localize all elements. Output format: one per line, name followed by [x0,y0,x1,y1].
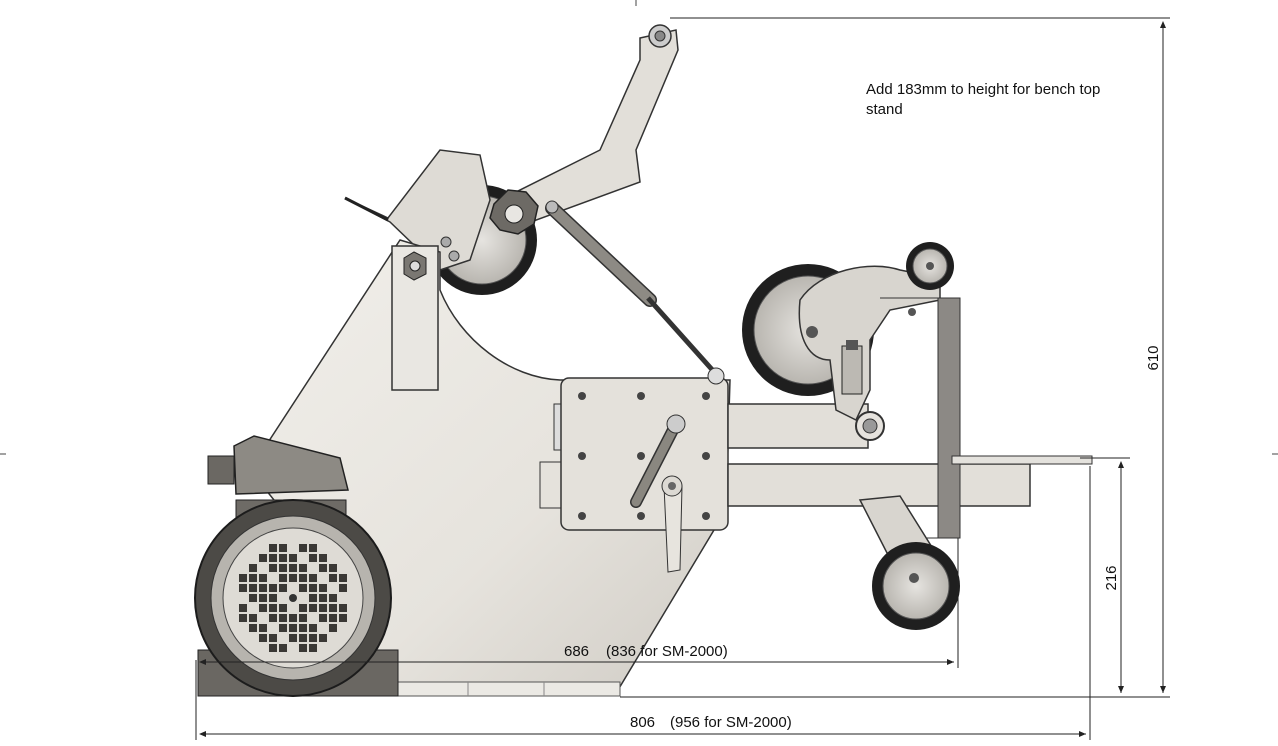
fan-grille-icon [239,544,347,652]
dim-overall-length: 806 [630,714,655,731]
lower-idler [858,495,960,630]
dim-overall-height: 610 [1145,345,1162,370]
adjust-lever-upper [630,414,686,508]
dim-inner-length-note: (836 for SM-2000) [606,643,728,660]
platen [880,297,1093,539]
registration-marks [0,0,1278,455]
dim-inner-length: 686 [564,643,589,660]
dimension-lines [195,17,1170,740]
dim-overall-length-note: (956 for SM-2000) [670,714,792,731]
tracking-plate [539,367,729,531]
belt-guard [344,149,491,271]
tension-arm [498,24,679,227]
tension-knob-icon [489,189,539,235]
adjust-lever-lower [661,475,683,573]
head-bracket [798,242,954,422]
gas-strut [545,200,718,376]
bench-stand-note: Add 183mm to height for bench top stand [866,81,1101,118]
clamp-icon [841,340,885,441]
dim-table-height: 216 [1103,565,1120,590]
contact-arm [727,403,1031,507]
motor [194,435,399,697]
